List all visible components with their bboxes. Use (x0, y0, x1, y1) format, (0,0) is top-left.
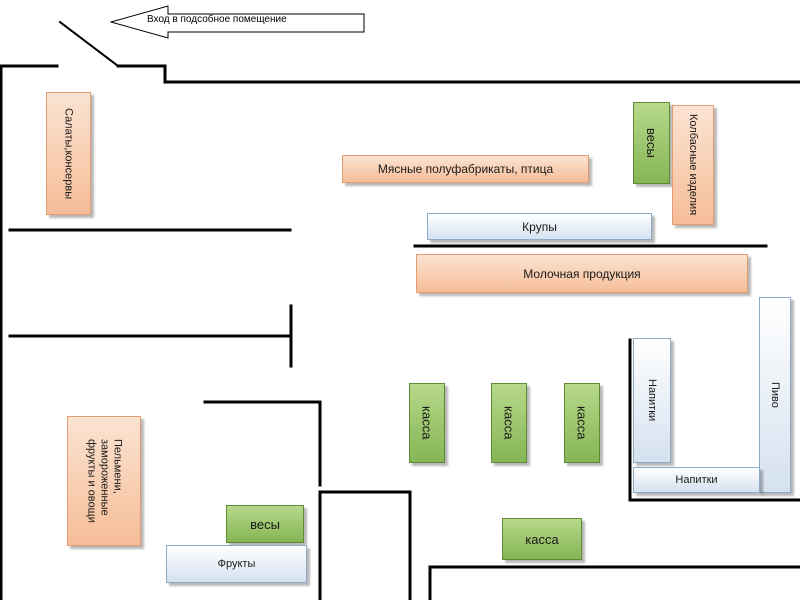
beer-label: Пиво (769, 382, 781, 408)
scales-top-label: весы (644, 128, 659, 158)
drinks-vertical-label: Напитки (646, 379, 658, 422)
drinks-vertical-stand: Напитки (633, 338, 671, 463)
outer-wall (116, 64, 800, 84)
frozen-stand: Пельмени, замороженные фрукты и овощи (67, 416, 141, 546)
cereals-stand: Крупы (427, 213, 652, 240)
drinks-horizontal-label: Напитки (675, 474, 718, 486)
drinks-horizontal-stand: Напитки (633, 467, 760, 493)
checkout-4-label: касса (525, 531, 559, 547)
checkout-1-label: касса (419, 406, 435, 440)
checkout-3-label: касса (574, 406, 590, 440)
sausages-label: Колбасные изделия (687, 114, 699, 216)
cereals-label: Крупы (522, 219, 557, 234)
entrance-arrow-icon (110, 5, 365, 39)
sausages-stand: Колбасные изделия (672, 105, 714, 225)
checkout-2: касса (491, 383, 527, 463)
salads-label: Салаты,консервы (62, 107, 75, 200)
checkout-2-label: касса (501, 406, 517, 440)
bottom-wall (428, 565, 800, 600)
drinks-corner-wall (628, 338, 800, 502)
scales-top: весы (633, 102, 670, 184)
scales-bottom: весы (226, 505, 304, 543)
dairy-label: Молочная продукция (523, 266, 641, 281)
entrance-label: Вход в подсобное помещение (147, 14, 287, 25)
fruits-label: Фрукты (217, 558, 256, 570)
scales-bottom-label: весы (250, 516, 280, 532)
door-line (58, 20, 120, 68)
checkout-wall (318, 490, 412, 600)
beer-stand: Пиво (759, 297, 791, 493)
checkout-3: касса (564, 383, 600, 463)
fruits-stand: Фрукты (166, 545, 307, 583)
meat-stand: Мясные полуфабрикаты, птица (342, 155, 589, 183)
frozen-label: Пельмени, замороженные фрукты и овощи (85, 439, 124, 523)
checkout-1: касса (409, 383, 445, 463)
salads-stand: Салаты,консервы (46, 92, 91, 215)
dairy-stand: Молочная продукция (416, 254, 748, 293)
meat-label: Мясные полуфабрикаты, птица (377, 162, 554, 176)
checkout-4: касса (502, 518, 582, 560)
